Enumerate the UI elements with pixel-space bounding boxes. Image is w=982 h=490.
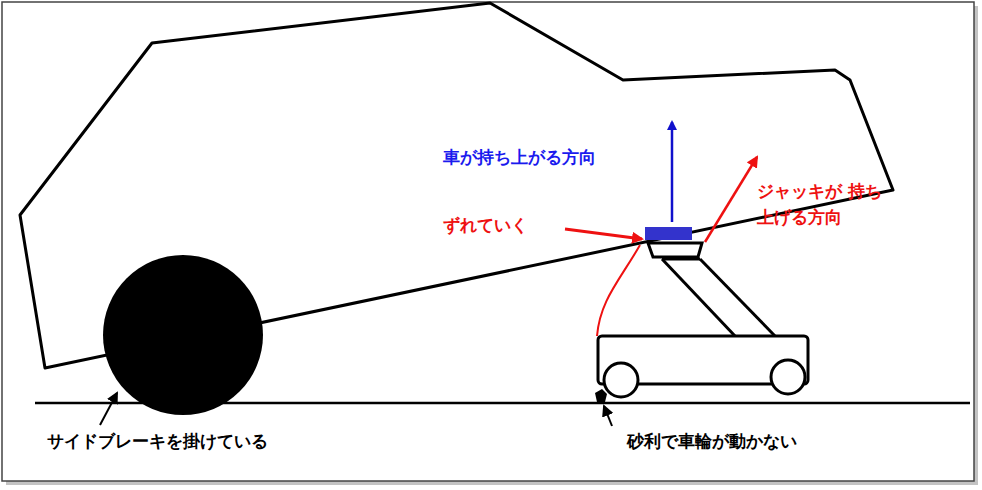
gravel-label: 砂利で車輪が動かない [627, 428, 797, 454]
jack-arm [700, 259, 775, 336]
lift-arrow [671, 122, 674, 222]
frame [2, 2, 974, 481]
gravel [595, 389, 607, 402]
leader-arrow [604, 406, 612, 426]
jack-direction-arrow [705, 157, 757, 242]
shifted-saddle-path [597, 245, 640, 336]
shift-label: ずれていく [443, 212, 528, 238]
car-wheel [103, 255, 263, 415]
jack-direction-label: ジャッキが 持ち上げる方向 [757, 178, 896, 230]
shift-arrow [565, 229, 642, 239]
jack-wheel [604, 363, 638, 397]
jack-saddle [648, 243, 702, 257]
parking-brake-label: サイドブレーキを掛けている [47, 428, 268, 454]
jack-wheel [771, 360, 805, 394]
jack-pad [645, 227, 692, 240]
leader-arrow [100, 393, 117, 425]
lift-direction-label: 車が持ち上がる方向 [443, 144, 596, 170]
jack-arm [662, 259, 735, 336]
jack-arm [662, 258, 700, 261]
